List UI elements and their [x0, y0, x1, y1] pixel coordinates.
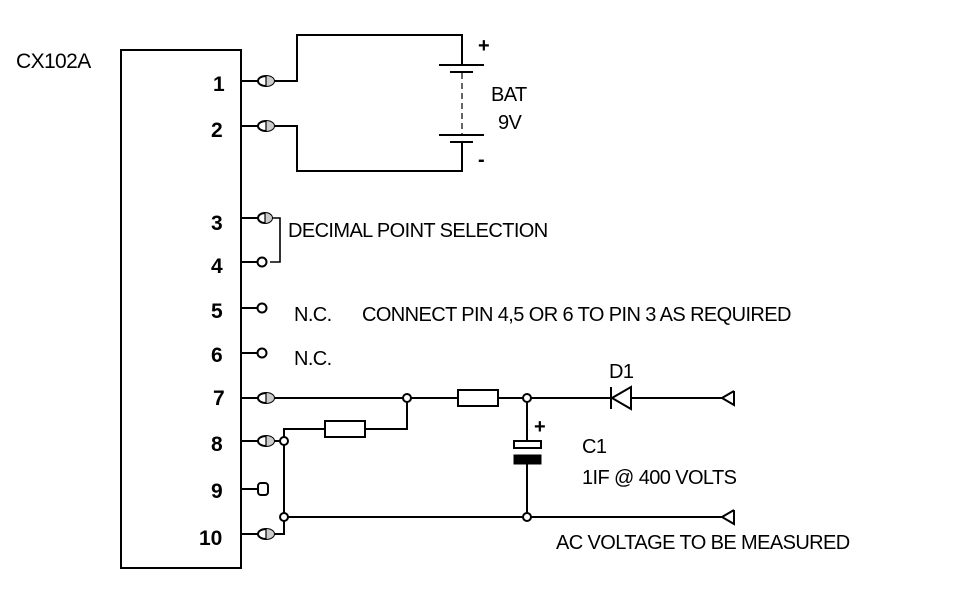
chip-body: [120, 49, 242, 569]
battery-voltage: 9V: [498, 112, 523, 134]
diode-symbol: [610, 385, 735, 411]
pin-4-connector: [241, 256, 268, 268]
pin-1-label: 1: [213, 73, 225, 96]
pin-8-label: 8: [211, 433, 223, 456]
pin-5-nc-label: N.C.: [294, 304, 332, 326]
pin-6-connector: [241, 347, 268, 359]
capacitor-symbol: [513, 402, 542, 513]
pin-2-label: 2: [211, 119, 223, 142]
pin-3-label: 3: [211, 212, 223, 235]
resistor-feedback: [324, 420, 366, 438]
pin-10-label: 10: [199, 527, 222, 550]
pin-8-connector: [241, 435, 280, 447]
input-terminal-arrow-top: [720, 390, 735, 407]
pin-6-nc-label: N.C.: [294, 348, 332, 370]
pin-1-connector: [241, 34, 463, 87]
input-terminal-arrow-bottom: [720, 509, 735, 526]
pin-5-label: 5: [211, 300, 223, 323]
decimal-point-note: DECIMAL POINT SELECTION: [288, 220, 548, 242]
diode-label: D1: [609, 361, 634, 383]
junction-node: [279, 512, 289, 522]
battery-label: BAT: [491, 84, 527, 106]
pin-3-connector: [241, 212, 281, 263]
pin-9-label: 9: [211, 480, 223, 503]
pin-7-label: 7: [213, 387, 225, 410]
junction-node: [522, 512, 532, 522]
capacitor-value: 1IF @ 400 VOLTS: [582, 467, 737, 489]
pin-9-connector: [241, 482, 269, 496]
pin-10-connector: [241, 521, 285, 540]
battery-minus-sign: -: [478, 149, 485, 171]
pin-4-label: 4: [211, 255, 223, 278]
pin-5-connector: [241, 302, 268, 314]
pin-6-label: 6: [211, 344, 223, 367]
junction-node: [522, 393, 532, 403]
ac-input-label: AC VOLTAGE TO BE MEASURED: [556, 532, 850, 554]
chip-label: CX102A: [16, 50, 91, 73]
junction-node: [402, 393, 412, 403]
battery-plus-sign: +: [478, 35, 490, 57]
connect-instruction-note: CONNECT PIN 4,5 OR 6 TO PIN 3 AS REQUIRE…: [362, 304, 791, 326]
battery-symbol: [439, 64, 484, 143]
capacitor-label: C1: [582, 436, 607, 458]
capacitor-plus-sign: +: [534, 416, 546, 438]
pin-2-connector: [241, 120, 463, 172]
junction-node: [279, 436, 289, 446]
pin-7-connector: [241, 392, 403, 404]
resistor-series: [457, 389, 499, 407]
